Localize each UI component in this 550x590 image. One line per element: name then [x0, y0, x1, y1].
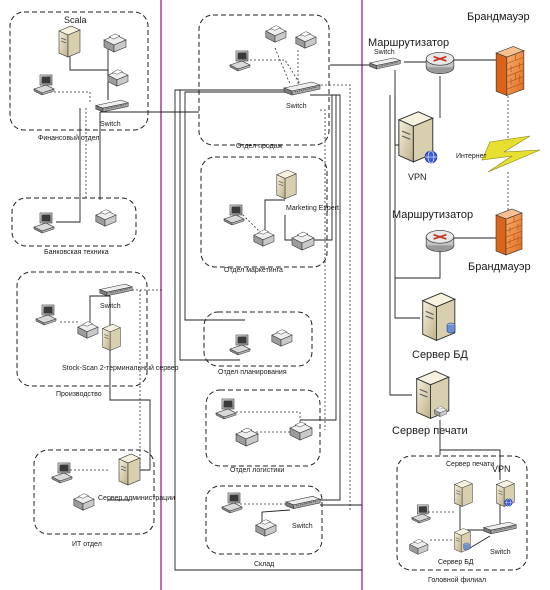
warehouse-printer: [255, 519, 277, 537]
finance-printer-mid: [107, 69, 129, 87]
marketing-printer-a: [253, 229, 275, 247]
label-warehouse: Склад: [254, 561, 274, 568]
branch-print-server: [454, 479, 473, 507]
finance-pc: [33, 74, 55, 96]
mid-router: [425, 229, 455, 253]
mid-firewall: [495, 208, 523, 256]
label-router-mid: Маршрутизатор: [392, 209, 473, 221]
branch-printer: [409, 539, 429, 555]
label-branch-switch: Switch: [490, 549, 511, 556]
label-switch-top: Switch: [374, 49, 395, 56]
sales-printer-a: [265, 25, 287, 43]
label-branch-vpn: VPN: [492, 464, 511, 474]
label-stock-server: Stock-Scan 2-терминальный сервер: [62, 364, 179, 372]
zone-production: [16, 271, 148, 387]
top-switch: [369, 57, 401, 70]
warehouse-switch: [285, 495, 321, 510]
label-internet: Интернет: [456, 153, 487, 160]
zone-logistics: [205, 389, 321, 467]
label-branch-print: Сервер печати: [446, 461, 494, 468]
scala-server: [58, 25, 81, 58]
db-badge-icon: [446, 322, 456, 334]
stock-server: [102, 323, 121, 351]
production-switch: [99, 283, 133, 297]
label-planning: Отдел планирования: [218, 369, 287, 376]
branch-db-badge-icon: [463, 542, 470, 551]
logistics-printer-a: [235, 427, 259, 447]
warehouse-pc: [221, 492, 243, 514]
marketing-server: [276, 169, 297, 200]
sales-printer-b: [295, 31, 317, 49]
bank-printer: [95, 209, 117, 227]
logistics-pc: [215, 398, 237, 420]
branch-pc: [411, 504, 431, 524]
zone-marketing: [200, 156, 328, 268]
zone-bank: [11, 197, 137, 247]
logistics-printer-b: [289, 421, 313, 441]
main-switch: [283, 81, 321, 96]
label-router-top: Маршрутизатор: [368, 37, 449, 49]
label-warehouse-switch: Switch: [292, 523, 313, 530]
label-db-server: Сервер БД: [412, 349, 468, 361]
label-main-switch: Switch: [286, 103, 307, 110]
planning-pc: [229, 334, 251, 356]
production-pc: [35, 304, 57, 326]
marketing-pc: [223, 204, 245, 226]
production-printer: [77, 321, 99, 339]
label-production: Производство: [56, 391, 102, 398]
it-server: [118, 453, 141, 486]
label-print-server: Сервер печати: [392, 425, 468, 437]
finance-switch: [95, 99, 129, 113]
label-marketing: Отдел маркетинга: [224, 267, 283, 274]
label-vpn: VPN: [408, 172, 427, 182]
it-pc: [51, 462, 73, 484]
label-branch-db: Сервер БД: [438, 559, 474, 566]
label-it-server: Сервер администрации: [98, 495, 175, 502]
vpn-badge-icon: [424, 150, 438, 164]
top-router: [425, 51, 455, 75]
label-marketing-server: Marketing Expert: [286, 205, 339, 212]
label-sales: Отдел продаж: [236, 143, 283, 150]
db-server: [422, 292, 456, 342]
top-firewall: [495, 46, 525, 96]
marketing-printer-b: [291, 231, 315, 251]
label-firewall-mid: Брандмауэр: [468, 261, 531, 273]
planning-printer: [271, 329, 293, 347]
bank-pc: [33, 212, 55, 234]
zone-branch: [396, 455, 528, 571]
finance-printer-top: [103, 33, 127, 53]
label-logistics: Отдел логистики: [230, 467, 284, 474]
zone-sales: [198, 14, 330, 146]
label-fin-dept: Финансовый отдел: [38, 134, 99, 142]
label-sw-prod: Switch: [100, 303, 121, 310]
branch-vpn-badge-icon: [504, 498, 513, 507]
zone-planning: [203, 311, 313, 367]
it-printer: [73, 493, 95, 511]
label-scala: Scala: [64, 15, 87, 25]
label-firewall-top: Брандмауэр: [467, 11, 530, 23]
label-bank: Банковская техника: [44, 249, 109, 256]
label-branch: Головной филиал: [428, 576, 486, 584]
branch-switch: [483, 521, 517, 535]
internet-lightning-icon: [481, 135, 541, 173]
zone-warehouse: [205, 485, 323, 555]
label-fin-switch: Switch: [100, 121, 121, 128]
sales-pc: [229, 50, 251, 72]
label-it-dept: ИТ отдел: [72, 541, 102, 548]
zone-finance: [9, 11, 149, 131]
